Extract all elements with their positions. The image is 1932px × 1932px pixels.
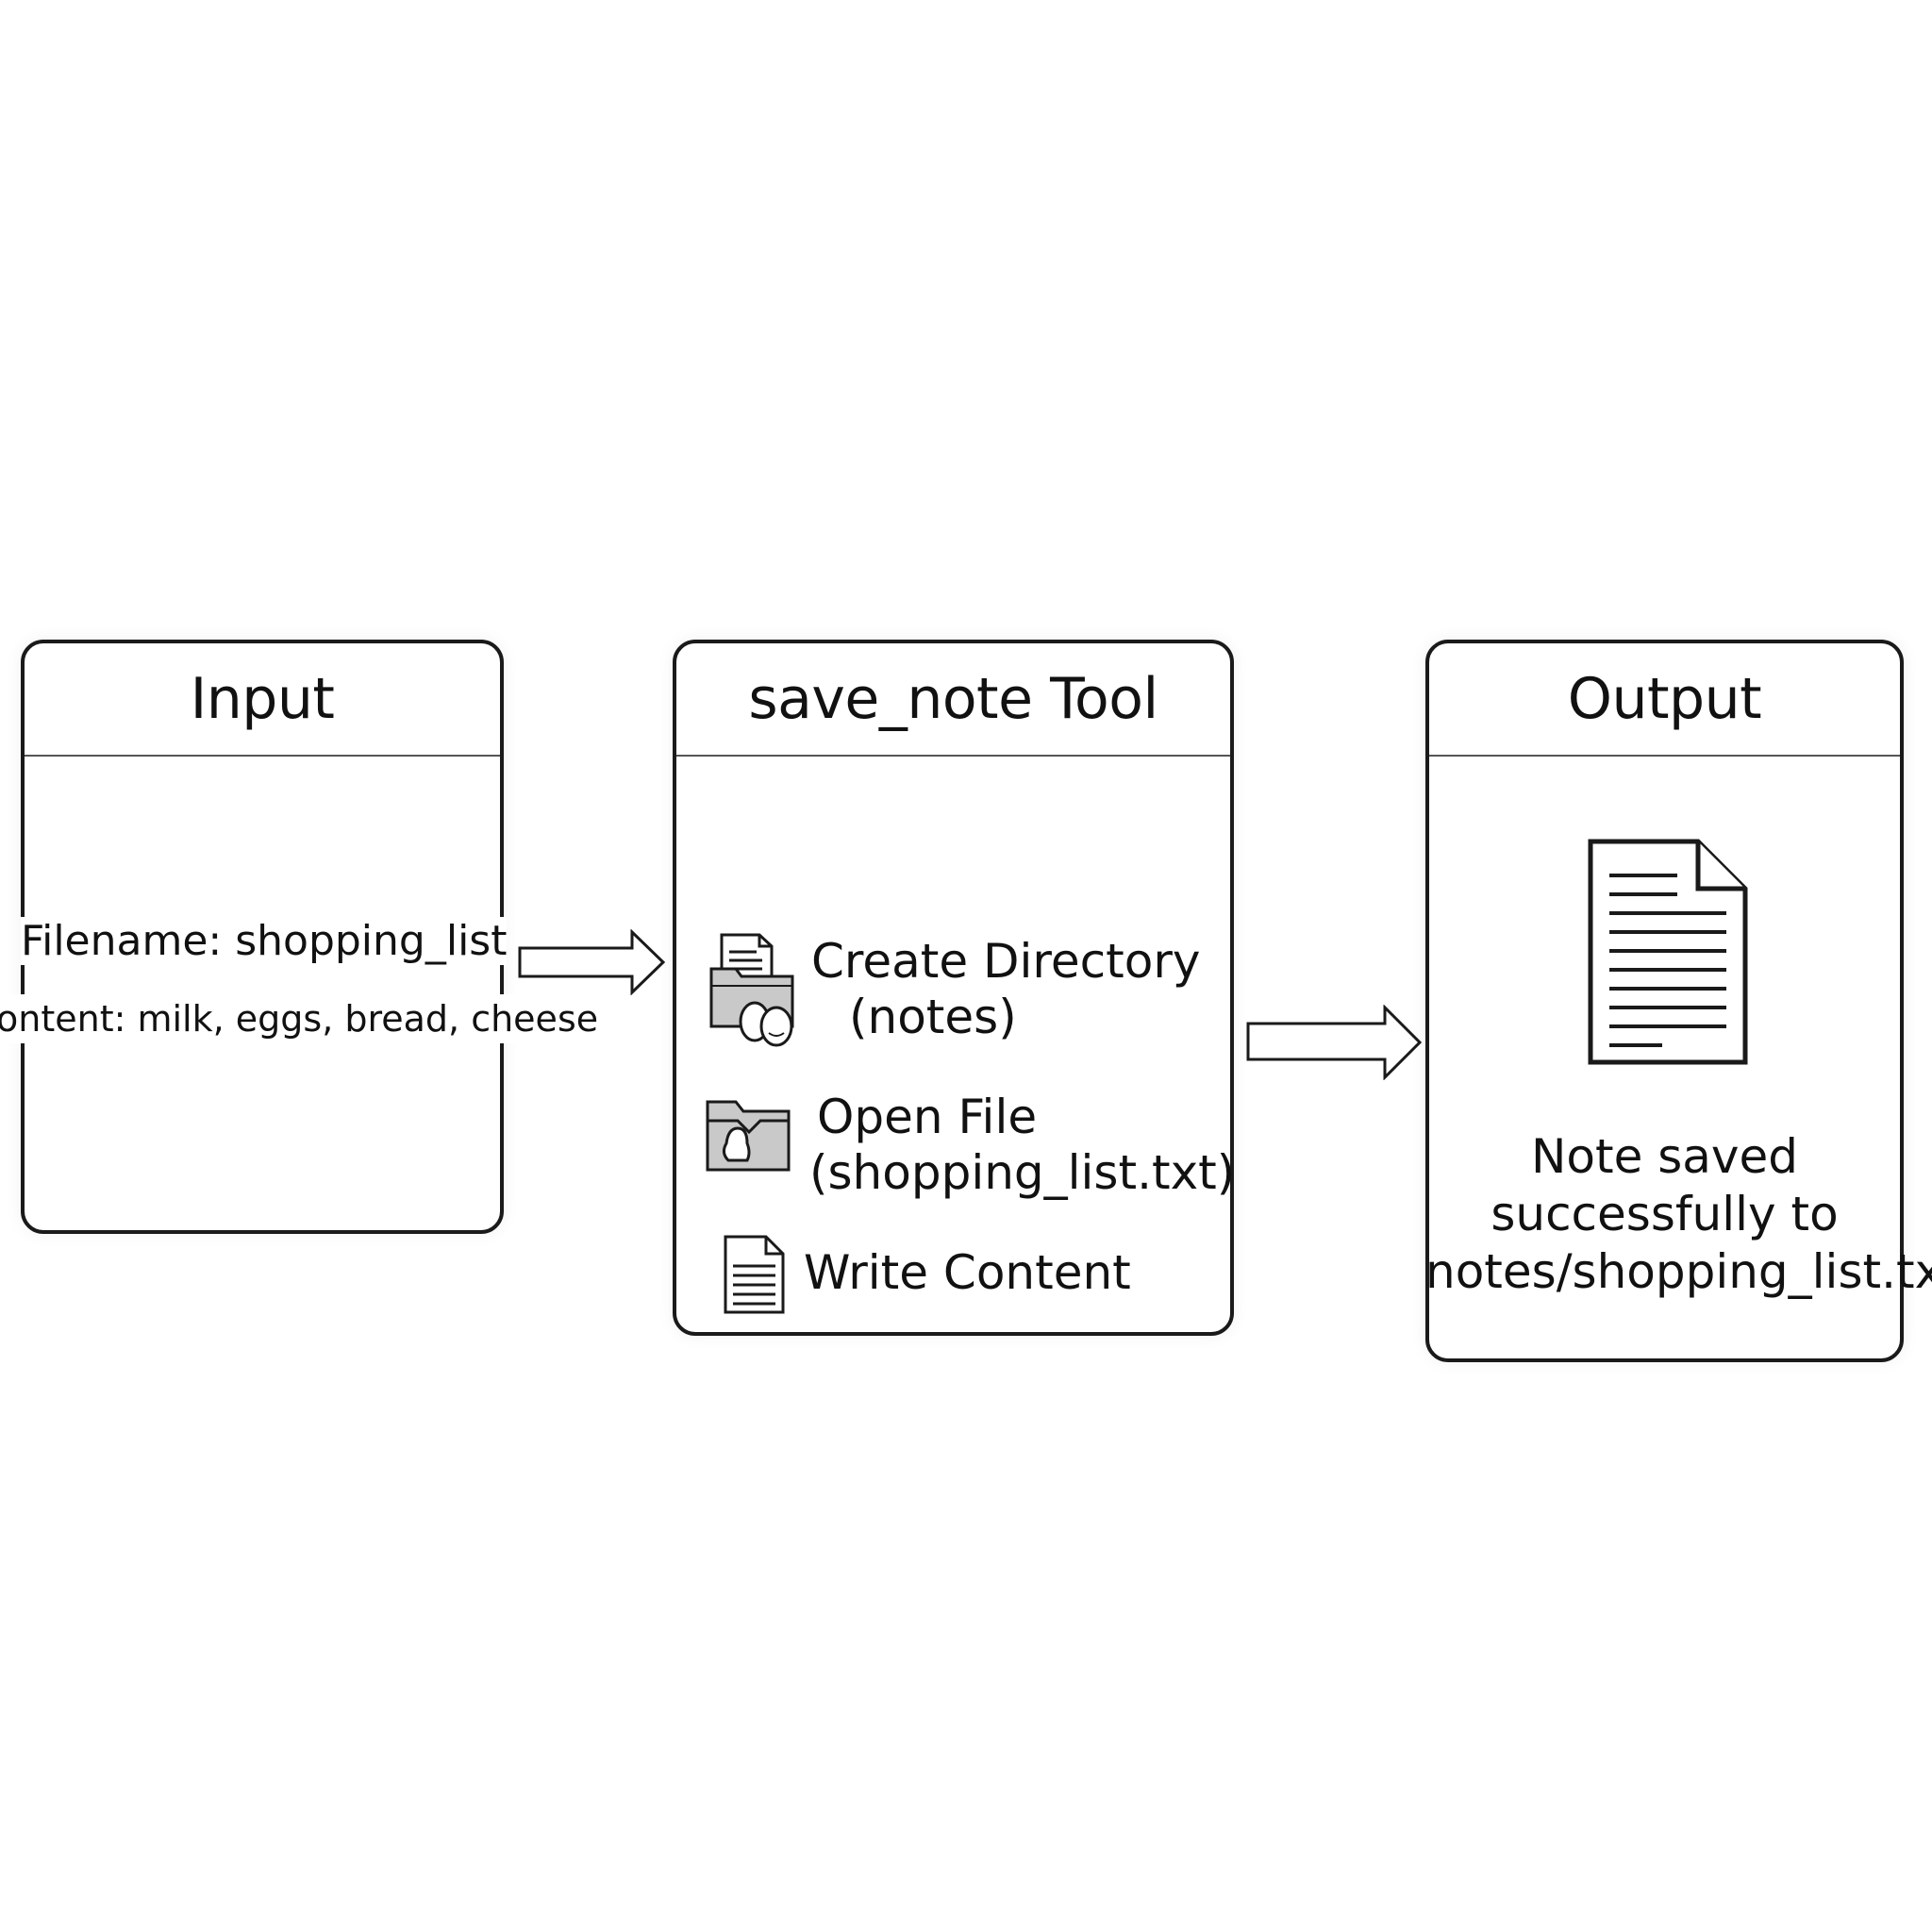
folder-create-icon: [709, 933, 794, 1047]
tool-panel-title: save_note Tool: [676, 643, 1230, 757]
step-create-directory-line1: Create Directory: [811, 934, 1201, 989]
output-message-line: Note saved: [1530, 1129, 1799, 1184]
arrow-right-icon: [1246, 1005, 1423, 1080]
output-panel-title: Output: [1429, 643, 1900, 757]
output-message-line: notes/shopping_list.txt: [1425, 1244, 1932, 1299]
step-create-directory-line2: (notes): [849, 990, 1017, 1044]
document-write-icon: [724, 1235, 785, 1314]
input-panel-title: Input: [25, 643, 500, 757]
input-content-text: ontent: milk, eggs, bread, cheese: [0, 994, 601, 1043]
save-note-tool-panel: save_note Tool: [673, 640, 1234, 1336]
arrow-right-icon: [518, 929, 666, 995]
output-panel: Output: [1425, 640, 1904, 1362]
output-message: Note saved successfully to notes/shoppin…: [1425, 1128, 1932, 1301]
step-open-file-line2: (shopping_list.txt): [809, 1145, 1236, 1200]
step-open-file-line1: Open File: [817, 1090, 1038, 1144]
input-filename-text: Filename: shopping_list: [21, 917, 508, 965]
step-write-content-line1: Write Content: [804, 1245, 1131, 1300]
text-document-icon: [1588, 839, 1748, 1065]
output-message-line: successfully to: [1491, 1187, 1839, 1241]
folder-open-icon: [706, 1100, 791, 1172]
